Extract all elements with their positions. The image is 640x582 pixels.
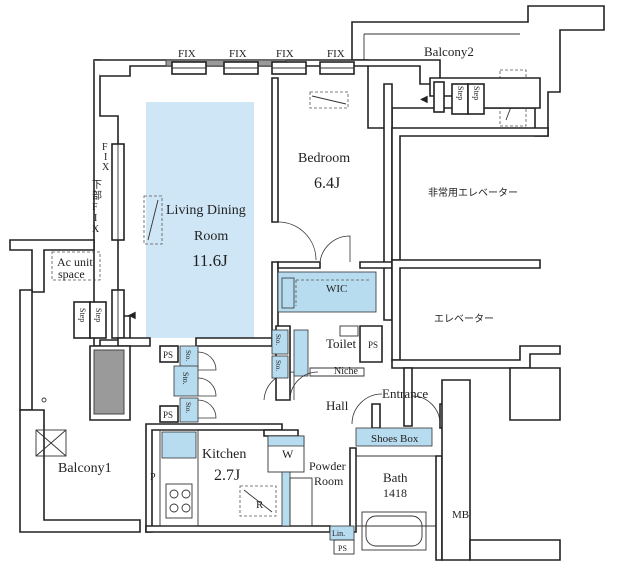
ac-unit-space (9, 239, 101, 293)
shoes-box-label: Shoes Box (371, 433, 419, 445)
linen-label: Lin. (332, 529, 345, 538)
kitchen-storage (159, 345, 217, 423)
emergency-elevator-label: 非常用エレベーター (428, 186, 518, 199)
sto-label-4: Sto. (274, 334, 282, 345)
ps-label-2: PS (163, 410, 173, 420)
living-window-marker: ◀ (128, 310, 136, 321)
bedroom-balcony-door (433, 81, 445, 113)
bedroom-window-marker: ◀ (420, 94, 428, 105)
fix-label-1: FIX (178, 48, 196, 60)
living-label-line2: Room (194, 229, 228, 244)
powder-room-label-line2: Room (314, 474, 344, 488)
step-label-b1-2: Step (94, 308, 103, 322)
refrigerator-label: R (256, 499, 264, 511)
sto-label-3: Sto. (184, 402, 192, 413)
step-label-b2-1: Step (456, 86, 465, 100)
walk-in-closet (277, 271, 377, 313)
bath-label: Bath (383, 470, 408, 485)
washer-label: W (282, 447, 294, 461)
toilet-label: Toilet (326, 336, 357, 351)
ps-label-4: PS (338, 544, 347, 553)
interior-walls (117, 77, 393, 347)
bedroom-size: 6.4J (314, 175, 340, 192)
balcony1-area (19, 289, 141, 533)
bath-area (263, 429, 443, 561)
kitchen-size: 2.7J (214, 467, 240, 484)
sto-label-5: Sto. (274, 360, 282, 371)
mb-label: MB (452, 509, 469, 521)
ps-label-3: PS (368, 340, 378, 350)
mb-shaft (441, 379, 561, 561)
living-label-line1: Living Dining (166, 203, 246, 218)
bedroom-door-arc-2 (319, 235, 351, 263)
balcony1-steps (73, 301, 107, 339)
side-window (111, 143, 125, 339)
living-size: 11.6J (192, 251, 228, 270)
niche-label: Niche (334, 366, 358, 377)
living-fixture (143, 195, 163, 245)
powder-room-label-line1: Powder (309, 459, 346, 473)
fix-label-4: FIX (327, 48, 345, 60)
balcony2-area (351, 5, 605, 137)
step-label-b1-1: Step (78, 308, 87, 322)
fix-label-3: FIX (276, 48, 294, 60)
elevator-label: エレベーター (434, 313, 494, 325)
bedroom-ac-unit (309, 91, 349, 109)
sto-label-1: Sto. (184, 350, 192, 361)
kitchen-label: Kitchen (202, 447, 246, 462)
ac-unit-label-line1: Ac unit (57, 255, 93, 269)
step-label-b2-2: Step (472, 86, 481, 100)
balcony2-steps (451, 83, 485, 115)
bedroom-label: Bedroom (298, 151, 350, 166)
balcony2-label: Balcony2 (424, 44, 474, 59)
hall-label: Hall (326, 398, 349, 413)
top-windows (171, 61, 355, 75)
ps-label-1: PS (163, 350, 173, 360)
sto-label-2: Sto. (181, 372, 190, 385)
entrance-label: Entrance (382, 386, 428, 401)
toilet-area (271, 325, 383, 401)
wic-label: WIC (326, 283, 347, 295)
kitchen-p-label: P (150, 472, 156, 483)
ac-unit-label-line2: space (58, 267, 85, 281)
balcony1-label: Balcony1 (58, 461, 112, 476)
bath-size: 1418 (383, 486, 407, 500)
living-zone-highlight (146, 102, 254, 338)
fix-label-2: FIX (229, 48, 247, 60)
bedroom-door-arc (277, 221, 317, 261)
elevator-core (391, 127, 561, 421)
